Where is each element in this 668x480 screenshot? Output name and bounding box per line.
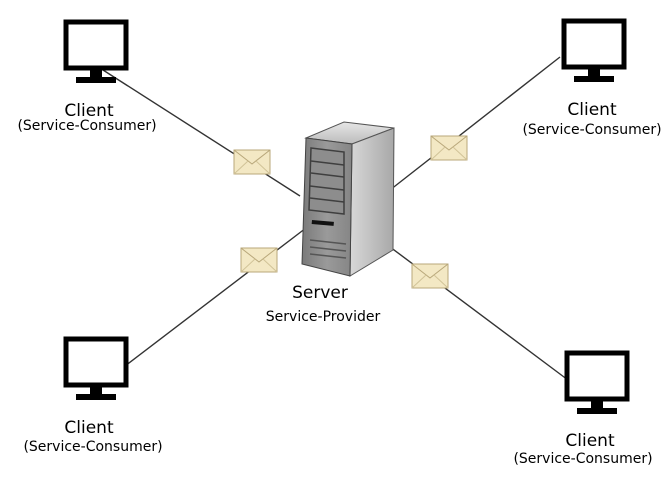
server-tower-icon	[301, 121, 395, 277]
client-subtitle-bottom-right: (Service-Consumer)	[513, 451, 653, 467]
monitor-icon	[567, 353, 627, 414]
server-subtitle: Service-Provider	[265, 309, 381, 325]
client-title-bottom-right: Client	[565, 431, 615, 451]
client-title-top-right: Client	[567, 100, 617, 120]
client-title-bottom-left: Client	[64, 418, 114, 438]
client-title-top-left: Client	[64, 101, 114, 121]
monitor-icon	[564, 21, 624, 82]
client-subtitle-top-right: (Service-Consumer)	[522, 122, 662, 138]
envelope-icon	[240, 247, 278, 273]
connector-top-left	[102, 69, 301, 197]
envelope-icon	[430, 135, 468, 161]
monitor-icon	[66, 22, 126, 83]
envelope-icon	[233, 149, 271, 175]
client-subtitle-top-left: (Service-Consumer)	[17, 118, 157, 134]
server-title: Server	[292, 283, 348, 303]
client-subtitle-bottom-left: (Service-Consumer)	[23, 439, 163, 455]
connector-top-right	[389, 56, 561, 191]
connector-bottom-right	[369, 231, 569, 381]
envelope-icon	[411, 263, 449, 289]
connector-bottom-left	[124, 227, 307, 367]
monitor-icon	[66, 339, 126, 400]
